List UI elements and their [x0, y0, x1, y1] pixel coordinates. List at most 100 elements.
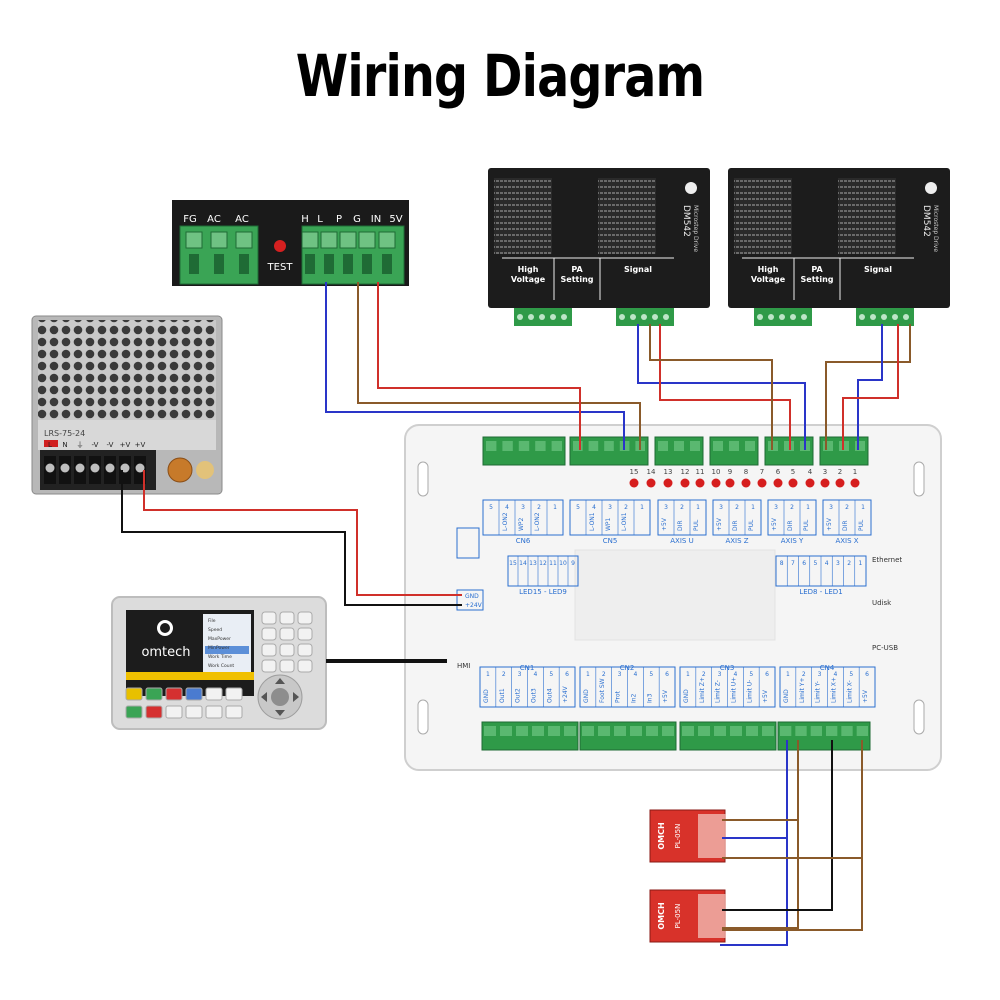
- connector-pin-label: GND: [583, 689, 590, 703]
- connector-pin-number: 3: [774, 504, 778, 511]
- connector-pin-label: Foot SW: [599, 678, 606, 703]
- terminal-slot: [343, 254, 353, 274]
- connector-pin-label: PUL: [748, 519, 755, 531]
- controller-top-terminals: [482, 436, 869, 466]
- connector-pin-label: Out4: [546, 688, 553, 703]
- hmi-number-key[interactable]: [261, 659, 277, 673]
- direction-pad[interactable]: [257, 674, 303, 720]
- connector-pin-number: 3: [608, 504, 612, 511]
- connector-pin-label: Limit Z-: [715, 680, 722, 703]
- pin-number: 10: [712, 468, 721, 476]
- connector-pin-number: 5: [649, 671, 653, 678]
- status-led: [663, 478, 673, 488]
- psu-terminal-label: H: [301, 214, 309, 225]
- page-title: Wiring Diagram: [295, 42, 705, 110]
- hmi-number-key[interactable]: [261, 627, 277, 641]
- terminal-slot: [189, 254, 199, 274]
- hmi-key[interactable]: [165, 705, 183, 719]
- connector-pin-number: 1: [640, 504, 644, 511]
- hmi-number-key[interactable]: [279, 611, 295, 625]
- hmi-number-key[interactable]: [297, 643, 313, 657]
- hmi-key[interactable]: [145, 687, 163, 701]
- connector-pin-number: 2: [790, 504, 794, 511]
- connector-pin-number: 2: [702, 671, 706, 678]
- dc-terminal-screw: [75, 463, 85, 473]
- bottom-connector-title: CN1: [520, 664, 535, 672]
- connector-pin-number: 6: [765, 671, 769, 678]
- controller-bottom-terminal-block: [481, 721, 579, 751]
- connector-pin-label: GND: [783, 689, 790, 703]
- hmi-key[interactable]: [225, 687, 243, 701]
- pin-number: 11: [696, 468, 705, 476]
- hmi-key[interactable]: [165, 687, 183, 701]
- pin-number: 1: [853, 468, 857, 476]
- laser-psu-screws: [185, 231, 396, 274]
- connector-pin-label: L-ON1: [589, 512, 596, 531]
- hmi-key[interactable]: [145, 705, 163, 719]
- psu-terminal-label: G: [353, 214, 361, 225]
- connector-pin-label: WP1: [605, 517, 612, 531]
- connector-pin-label: L-ON2: [502, 512, 509, 531]
- terminal-slot: [324, 254, 334, 274]
- power-pin-label: GND: [465, 593, 479, 600]
- hmi-key[interactable]: [185, 687, 203, 701]
- sensor-model: PL-05N: [674, 904, 682, 929]
- hmi-number-key[interactable]: [279, 659, 295, 673]
- driver-section-label: Voltage: [751, 275, 786, 284]
- pin-number: 6: [776, 468, 781, 476]
- pin-number: 9: [728, 468, 732, 476]
- hmi-key[interactable]: [125, 705, 143, 719]
- dc-terminal-label: -V: [92, 441, 99, 449]
- hmi-key[interactable]: [185, 705, 203, 719]
- hmi-number-key[interactable]: [261, 611, 277, 625]
- psu-terminal-label: P: [336, 214, 342, 225]
- hmi-key[interactable]: [125, 687, 143, 701]
- connector-pin-number: 2: [735, 504, 739, 511]
- hmi-number-key[interactable]: [297, 627, 313, 641]
- status-led: [757, 478, 767, 488]
- connector-pin-number: 15: [509, 560, 517, 567]
- hmi-number-key[interactable]: [297, 611, 313, 625]
- heatsink-fins: [494, 178, 552, 254]
- dc-terminal-label: ⏚: [77, 441, 84, 449]
- connector-pin-number: 1: [806, 504, 810, 511]
- controller-bottom-terminal-block: [777, 721, 871, 751]
- connector-pin-number: 4: [825, 560, 829, 567]
- driver-logo-icon: [685, 182, 697, 194]
- hmi-key[interactable]: [225, 705, 243, 719]
- connector-pin-number: 6: [565, 671, 569, 678]
- status-led: [835, 478, 845, 488]
- driver-section-label: Setting: [801, 275, 834, 284]
- connector-pin-label: Out1: [499, 688, 506, 703]
- connector-pin-number: 7: [791, 560, 795, 567]
- pin-number: 15: [630, 468, 639, 476]
- wire-limit-blue: [720, 740, 788, 946]
- hmi-key[interactable]: [205, 705, 223, 719]
- driver-section-label: Setting: [561, 275, 594, 284]
- hmi-number-key[interactable]: [279, 643, 295, 657]
- test-button[interactable]: [274, 240, 286, 252]
- test-label: TEST: [267, 262, 294, 273]
- hmi-number-key[interactable]: [279, 627, 295, 641]
- pin-number: 5: [791, 468, 795, 476]
- connector-pin-number: 1: [696, 504, 700, 511]
- dc-terminal-screw: [45, 463, 55, 473]
- hmi-number-key[interactable]: [297, 659, 313, 673]
- connector-pin-label: Prot: [615, 690, 622, 703]
- hmi-number-key[interactable]: [261, 643, 277, 657]
- connector-pin-label: Limit U-: [746, 680, 753, 703]
- hmi-key[interactable]: [205, 687, 223, 701]
- pin-number: 8: [744, 468, 748, 476]
- terminal-slot: [239, 254, 249, 274]
- status-led: [711, 478, 721, 488]
- driver-section-label: Voltage: [511, 275, 546, 284]
- dc-terminal-screw: [105, 463, 115, 473]
- connector-pin-label: +24V: [562, 685, 569, 703]
